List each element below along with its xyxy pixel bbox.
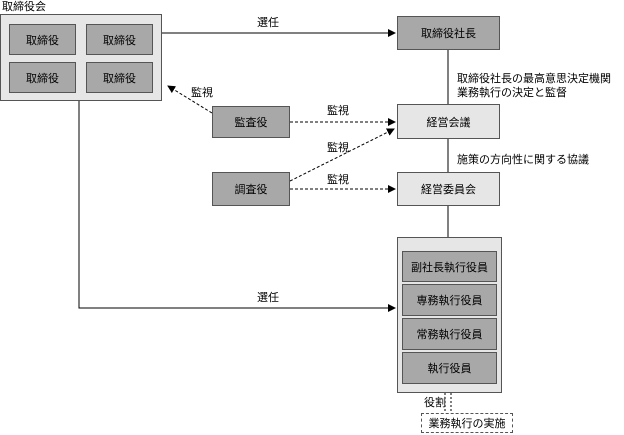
board-member-3: 取締役 — [9, 62, 76, 93]
label-role: 役割 — [424, 396, 446, 409]
execution-box: 業務執行の実施 — [421, 413, 513, 433]
label-meeting-desc-1: 取締役社長の最高意思決定機関 — [457, 72, 611, 85]
label-monitor-board: 監視 — [191, 86, 213, 99]
label-appoint-bottom: 選任 — [257, 291, 279, 304]
management-committee-box: 経営委員会 — [397, 172, 500, 206]
monitor-arrow-investigator-meeting — [289, 128, 395, 182]
label-appoint-top: 選任 — [257, 16, 279, 29]
label-meeting-desc-2: 業務執行の決定と監督 — [457, 86, 567, 99]
appoint-arrow-officers — [78, 101, 396, 312]
board-member-1: 取締役 — [9, 24, 76, 55]
officer-executive: 執行役員 — [402, 352, 497, 384]
president-box: 取締役社長 — [397, 16, 500, 50]
officer-managing: 常務執行役員 — [402, 318, 497, 350]
management-meeting-box: 経営会議 — [397, 104, 500, 139]
label-committee-desc: 施策の方向性に関する協議 — [457, 153, 589, 166]
auditor-box: 監査役 — [212, 106, 290, 138]
label-monitor-investigator: 監視 — [327, 173, 349, 186]
label-monitor-investigator-up: 監視 — [327, 141, 349, 154]
officer-vice-president: 副社長執行役員 — [402, 251, 497, 282]
label-monitor-auditor: 監視 — [327, 104, 349, 117]
board-member-4: 取締役 — [86, 62, 153, 93]
board-title: 取締役会 — [2, 0, 46, 13]
board-member-2: 取締役 — [86, 24, 153, 55]
investigator-box: 調査役 — [212, 172, 290, 206]
monitor-arrow-board — [167, 85, 213, 114]
officer-senior-managing: 専務執行役員 — [402, 284, 497, 316]
